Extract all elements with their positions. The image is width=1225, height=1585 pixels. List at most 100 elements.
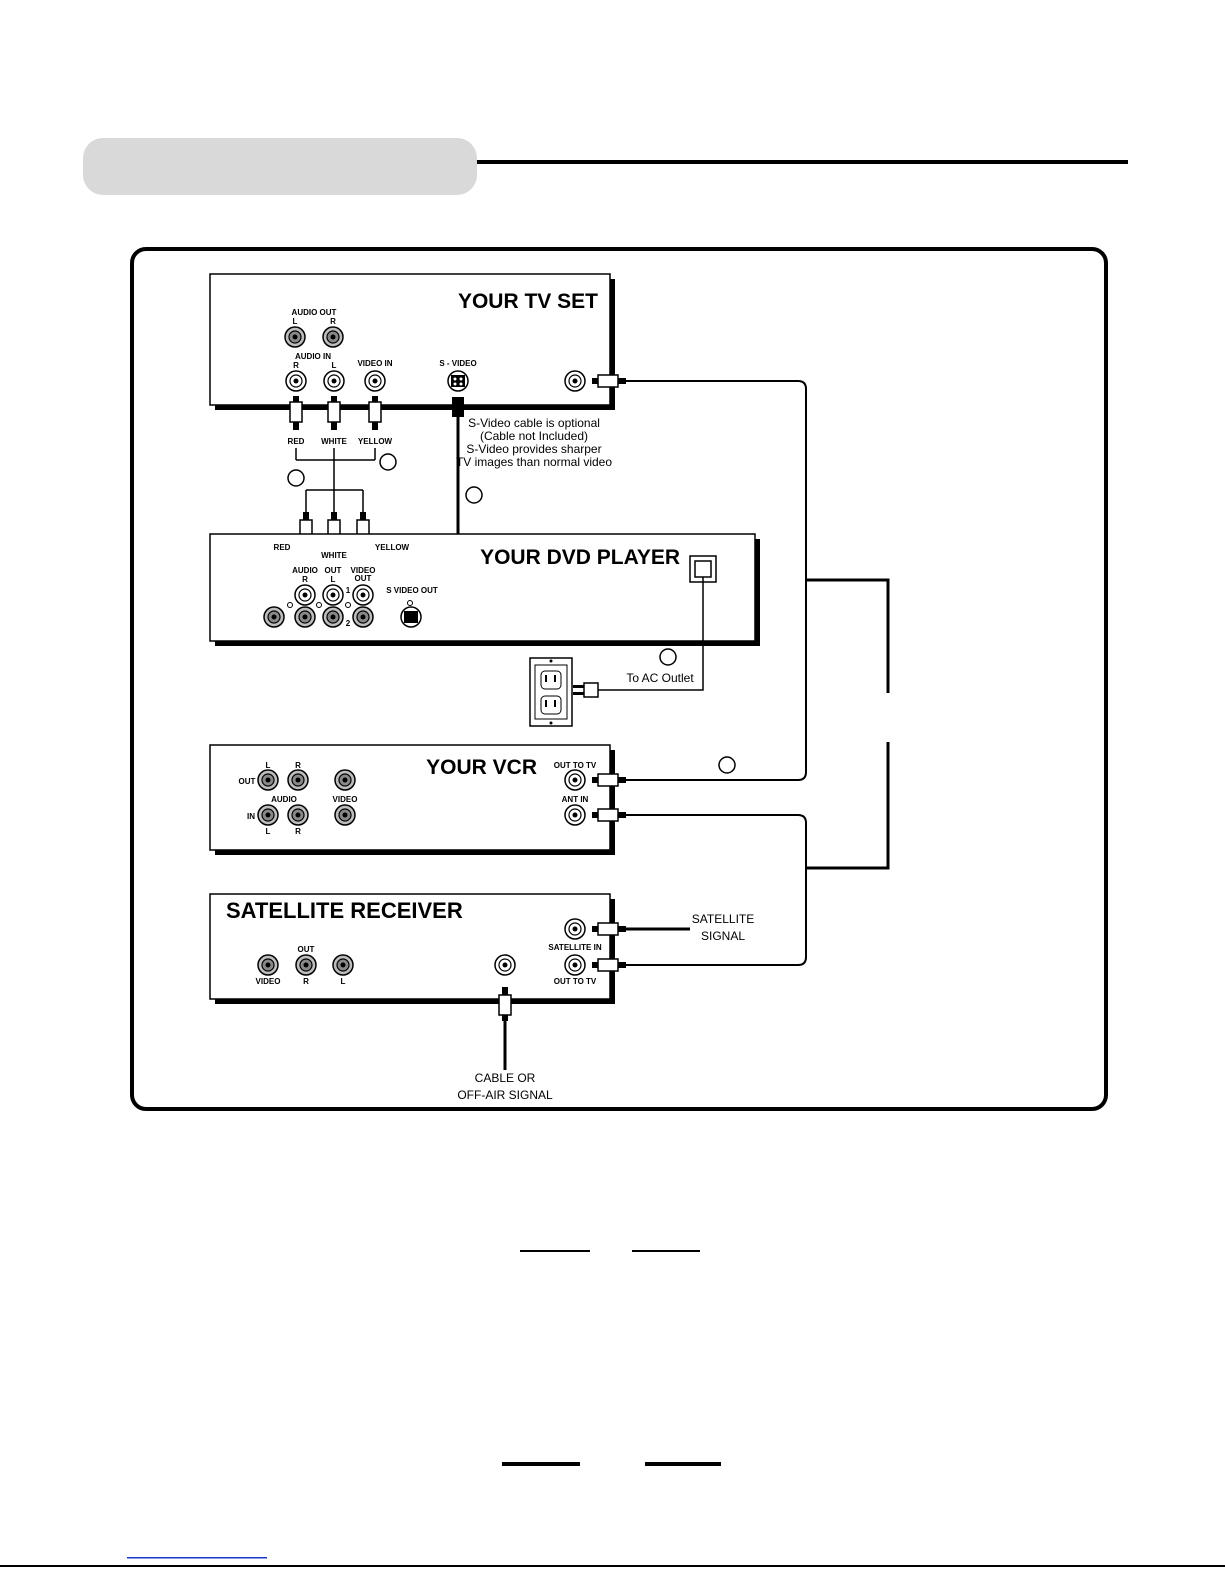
dvd-video2-jack (352, 606, 374, 628)
dvd-coax-jack (263, 606, 285, 628)
callout-circle (659, 648, 677, 666)
sat-l-jack (332, 954, 354, 976)
tv-antenna-jack (564, 370, 586, 392)
vcr-video-label: VIDEO (333, 795, 358, 804)
callout-circle (465, 486, 483, 504)
vcr-out-label: OUT (239, 777, 256, 786)
sat-satellite-in-label: SATELLITE IN (548, 943, 601, 952)
svideo-note-line: S-Video cable is optional (468, 416, 600, 430)
blank-underline (520, 1250, 590, 1252)
tv-cable-red-label: RED (288, 437, 305, 446)
dvd-cable-white-label: WHITE (321, 551, 347, 560)
tv-title: YOUR TV SET (458, 290, 598, 313)
dvd-audio-r2-jack (294, 606, 316, 628)
vcr-video-in-jack (334, 804, 356, 826)
dvd-audio-label: AUDIO (292, 566, 318, 575)
dvd-audio-r-jack (294, 584, 316, 606)
vcr-audio-in-l-jack (257, 804, 279, 826)
satellite-signal-label: SATELLITE (692, 912, 754, 926)
vcr-out-to-tv-label: OUT TO TV (554, 761, 597, 770)
vcr-video-out-jack (334, 769, 356, 791)
sat-out-to-tv-jack (564, 954, 586, 976)
vcr-in-r-label: R (295, 827, 301, 836)
header-rule (477, 160, 1128, 164)
dvd-output-2-label: 2 (346, 619, 351, 628)
tv-audio-in-label: AUDIO IN (295, 352, 331, 361)
callout-circle (287, 469, 305, 487)
tv-audio-out-r-jack (322, 326, 344, 348)
tv-audio-out-l-jack (284, 326, 306, 348)
sat-r-jack (295, 954, 317, 976)
sat-antenna-jack (494, 954, 516, 976)
vcr-in-l-label: L (266, 827, 271, 836)
vcr-ant-in-jack (564, 804, 586, 826)
dvd-out-label: OUT (325, 566, 342, 575)
svideo-note-line: S-Video provides sharper (466, 442, 601, 456)
page-bottom-rule (0, 1565, 1225, 1567)
tv-audio-out-label: AUDIO OUT (292, 308, 337, 317)
blank-underline (645, 1462, 721, 1466)
dvd-cable-yellow-label: YELLOW (375, 543, 410, 552)
callout-circle (379, 453, 397, 471)
vcr-out-to-tv-jack (564, 769, 586, 791)
vcr-out-r-label: R (295, 761, 301, 770)
vcr-ant-in-label: ANT IN (562, 795, 589, 804)
cable-signal-label: OFF-AIR SIGNAL (457, 1088, 553, 1102)
dvd-output-1-label: 1 (346, 586, 351, 595)
sat-r-label: R (303, 977, 309, 986)
dvd-video-out-label: OUT (355, 574, 372, 583)
tv-audio-in-l-jack (323, 370, 345, 392)
power-cord (573, 577, 704, 698)
satellite-title: SATELLITE RECEIVER (226, 898, 463, 923)
vcr-panel: YOUR VCR L R OUT AUDIO VIDEO IN L R OUT … (209, 744, 615, 855)
sat-out-to-tv-label: OUT TO TV (554, 977, 597, 986)
tv-video-in-label: VIDEO IN (357, 359, 392, 368)
satellite-panel: SATELLITE RECEIVER OUT VIDEO R L SATELLI… (209, 893, 615, 1004)
ac-outlet-label: To AC Outlet (626, 671, 694, 685)
vcr-audio-out-r-jack (287, 769, 309, 791)
satellite-signal-label: SIGNAL (701, 929, 745, 943)
section-header-tab (83, 138, 477, 195)
blank-underline (502, 1462, 580, 1466)
svideo-note: S-Video cable is optional (Cable not Inc… (456, 416, 612, 469)
sat-video-label: VIDEO (256, 977, 281, 986)
vcr-audio-label: AUDIO (271, 795, 297, 804)
tv-video-in-jack (364, 370, 386, 392)
blank-underline (632, 1250, 700, 1252)
tv-audio-in-l: L (332, 361, 337, 370)
tv-audio-out-r: R (330, 317, 336, 326)
vcr-out-l-label: L (266, 761, 271, 770)
dvd-title: YOUR DVD PLAYER (480, 546, 680, 569)
dvd-cable-red-label: RED (274, 543, 291, 552)
tv-cable-white-label: WHITE (321, 437, 347, 446)
link-underline[interactable] (127, 1557, 267, 1559)
svideo-note-line: TV images than normal video (456, 455, 612, 469)
ac-wall-outlet (529, 657, 573, 727)
tv-audio-out-l: L (293, 317, 298, 326)
svideo-note-line: (Cable not Included) (480, 429, 588, 443)
coax-cable-vcr-sat (626, 814, 807, 966)
vcr-in-label: IN (247, 812, 255, 821)
dvd-panel: RED WHITE YELLOW YOUR DVD PLAYER AUDIO O… (209, 533, 760, 646)
av-cable (295, 448, 376, 512)
section-header (83, 138, 1128, 195)
bracket (806, 578, 890, 870)
cable-signal-label: CABLE OR (475, 1071, 536, 1085)
vcr-title: YOUR VCR (426, 756, 537, 779)
dvd-svideo-out-jack (400, 606, 422, 628)
tv-cable-yellow-label: YELLOW (358, 437, 393, 446)
sat-l-label: L (341, 977, 346, 986)
dvd-audio-r-label: R (302, 575, 308, 584)
callout-circle (718, 756, 736, 774)
tv-svideo-label: S - VIDEO (439, 359, 476, 368)
tv-audio-in-r: R (293, 361, 299, 370)
dvd-audio-l2-jack (322, 606, 344, 628)
tv-audio-in-r-jack (285, 370, 307, 392)
dvd-audio-l-jack (322, 584, 344, 606)
tv-panel: YOUR TV SET AUDIO OUT L R AUDIO IN R L V… (209, 273, 615, 410)
dvd-video-out-jack (352, 584, 374, 606)
tv-svideo-jack (447, 370, 469, 392)
sat-satellite-in-jack (564, 918, 586, 940)
vcr-audio-in-r-jack (287, 804, 309, 826)
